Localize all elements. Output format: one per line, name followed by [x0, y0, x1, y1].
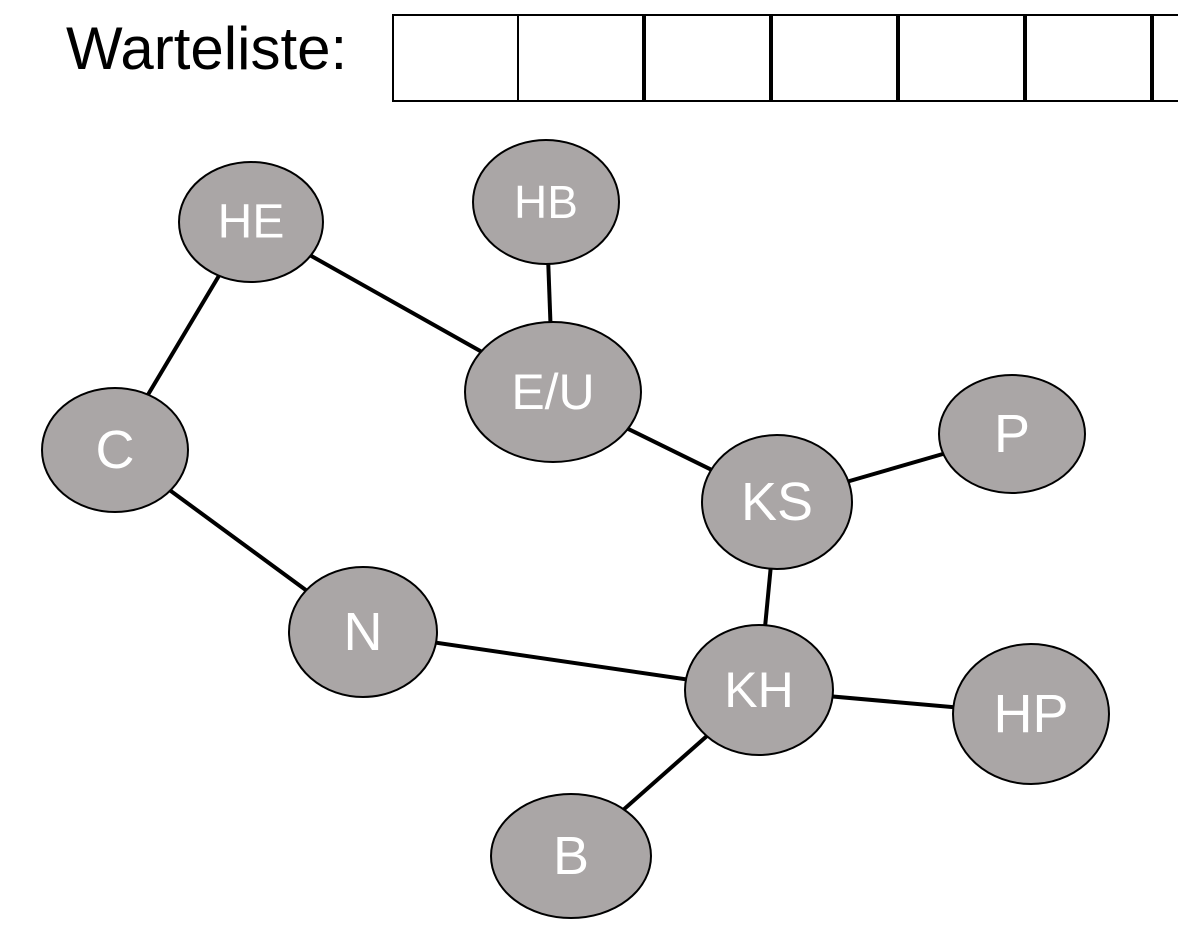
node-n: N — [288, 566, 438, 698]
queue-cell — [644, 14, 771, 102]
node-hp: HP — [952, 643, 1110, 785]
node-label: B — [553, 826, 589, 886]
node-circle — [684, 624, 834, 756]
node-circle — [178, 161, 324, 283]
queue-cell — [771, 14, 898, 102]
node-circle — [952, 643, 1110, 785]
node-p: P — [938, 374, 1086, 494]
node-label: KS — [741, 472, 813, 532]
node-label: N — [344, 602, 383, 662]
queue — [392, 14, 1178, 102]
node-label: HB — [514, 176, 578, 228]
node-label: KH — [724, 662, 793, 718]
edges — [113, 201, 1032, 858]
node-label: E/U — [511, 364, 594, 420]
node-circle — [472, 139, 620, 265]
node-c: C — [41, 387, 189, 513]
queue-cell — [898, 14, 1025, 102]
node-circle — [701, 434, 853, 570]
node-circle — [938, 374, 1086, 494]
node-eu: E/U — [464, 321, 642, 463]
queue-cell — [517, 14, 644, 102]
node-label: C — [96, 420, 135, 480]
nodes: HE HB E/U C KS P N KH HP B — [41, 139, 1110, 919]
node-label: HP — [993, 684, 1068, 744]
node-b: B — [490, 793, 652, 919]
node-he: HE — [178, 161, 324, 283]
node-circle — [41, 387, 189, 513]
node-hb: HB — [472, 139, 620, 265]
node-circle — [490, 793, 652, 919]
queue-label: Warteliste: — [66, 15, 348, 82]
queue-cell — [1025, 14, 1152, 102]
node-ks: KS — [701, 434, 853, 570]
node-circle — [464, 321, 642, 463]
node-circle — [288, 566, 438, 698]
node-kh: KH — [684, 624, 834, 756]
queue-cell — [1152, 14, 1178, 102]
node-label: HE — [218, 196, 285, 249]
node-label: P — [994, 404, 1030, 464]
